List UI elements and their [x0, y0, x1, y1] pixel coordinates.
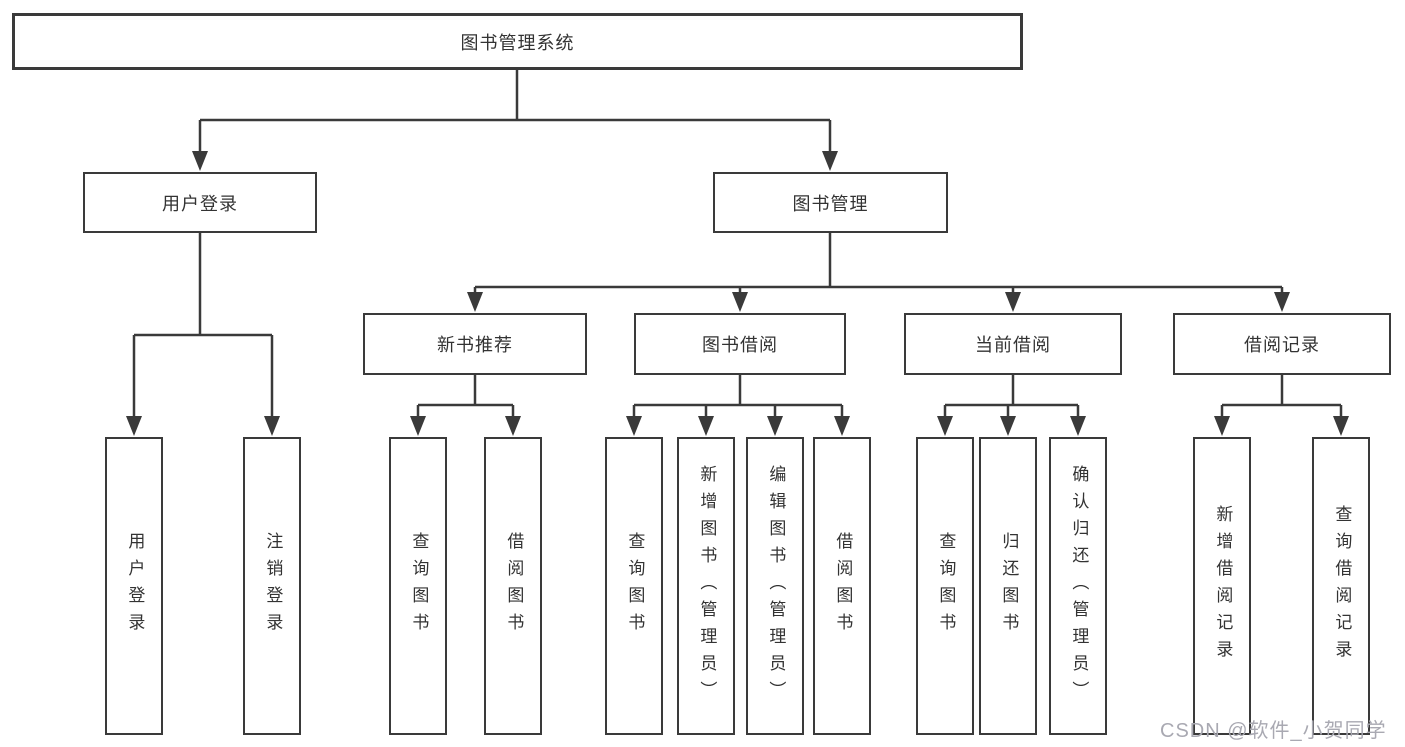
node-label: 借阅记录 [1244, 335, 1320, 355]
leaf-user-login: 用户登录 [105, 437, 163, 735]
node-book-borrowing: 图书借阅 [634, 313, 846, 375]
leaf-label: 查询借阅记录 [1332, 505, 1352, 667]
node-label: 图书借阅 [702, 335, 778, 355]
leaf-label: 归还图书 [999, 532, 1019, 640]
leaf-query-books-borrow: 查询图书 [605, 437, 663, 735]
node-label: 用户登录 [162, 193, 238, 214]
leaf-label: 查询图书 [936, 532, 956, 640]
node-label: 图书管理系统 [460, 32, 575, 53]
leaf-edit-books-admin: 编辑图书（管理员） [746, 437, 804, 735]
node-label: 图书管理 [792, 193, 869, 214]
csdn-watermark: CSDN @软件_小贺同学 [1160, 720, 1387, 742]
leaf-label: 新增图书（管理员） [697, 464, 717, 708]
leaf-label: 借阅图书 [833, 532, 853, 640]
node-current-borrowing: 当前借阅 [904, 313, 1122, 375]
leaf-label: 确认归还（管理员） [1069, 464, 1089, 708]
node-user-login: 用户登录 [83, 172, 317, 233]
leaf-label: 查询图书 [625, 532, 645, 640]
leaf-logout: 注销登录 [243, 437, 301, 735]
leaf-confirm-return-admin: 确认归还（管理员） [1049, 437, 1107, 735]
leaf-add-borrow-record: 新增借阅记录 [1193, 437, 1251, 735]
leaf-label: 编辑图书（管理员） [766, 464, 786, 708]
node-label: 新书推荐 [437, 335, 513, 355]
leaf-label: 用户登录 [125, 532, 145, 640]
leaf-query-books-recommend: 查询图书 [389, 437, 447, 735]
leaf-query-books-current: 查询图书 [916, 437, 974, 735]
leaf-query-borrow-record: 查询借阅记录 [1312, 437, 1370, 735]
leaf-return-books: 归还图书 [979, 437, 1037, 735]
leaf-label: 注销登录 [263, 532, 283, 640]
leaf-borrow-books: 借阅图书 [813, 437, 871, 735]
leaf-borrow-books-recommend: 借阅图书 [484, 437, 542, 735]
node-label: 当前借阅 [975, 335, 1051, 355]
leaf-label: 借阅图书 [504, 532, 524, 640]
leaf-label: 新增借阅记录 [1213, 505, 1233, 667]
node-borrowing-records: 借阅记录 [1173, 313, 1391, 375]
leaf-label: 查询图书 [409, 532, 429, 640]
node-library-management-system: 图书管理系统 [12, 13, 1023, 70]
leaf-add-books-admin: 新增图书（管理员） [677, 437, 735, 735]
node-new-book-recommendation: 新书推荐 [363, 313, 587, 375]
node-book-management: 图书管理 [713, 172, 948, 233]
